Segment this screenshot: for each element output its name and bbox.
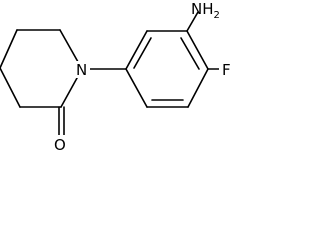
oxygen-label: O	[54, 136, 66, 154]
bond-ar3-amine	[186, 11, 199, 32]
nitrogen-label: N	[76, 61, 87, 79]
piperidinone-ring	[0, 29, 83, 138]
amine-label: NH2	[191, 0, 220, 21]
bond-ar6-ar1	[125, 68, 148, 108]
bond-ar1-ar2	[125, 30, 148, 70]
amine-subscript: 2	[214, 10, 220, 21]
bond-c4-c3	[0, 67, 21, 108]
benzene-ring	[125, 30, 209, 108]
fluorine-label: F	[222, 61, 231, 79]
bond-c5-c4	[0, 29, 18, 69]
bond-ar4-ar5	[187, 68, 209, 108]
aromatic-double-bond-1	[133, 37, 152, 69]
bond-ar3-ar4	[186, 30, 209, 70]
aromatic-double-bond-2	[180, 37, 200, 70]
amine-nh-text: NH	[191, 0, 214, 18]
chemical-structure-diagram: N O F NH2	[0, 0, 232, 154]
